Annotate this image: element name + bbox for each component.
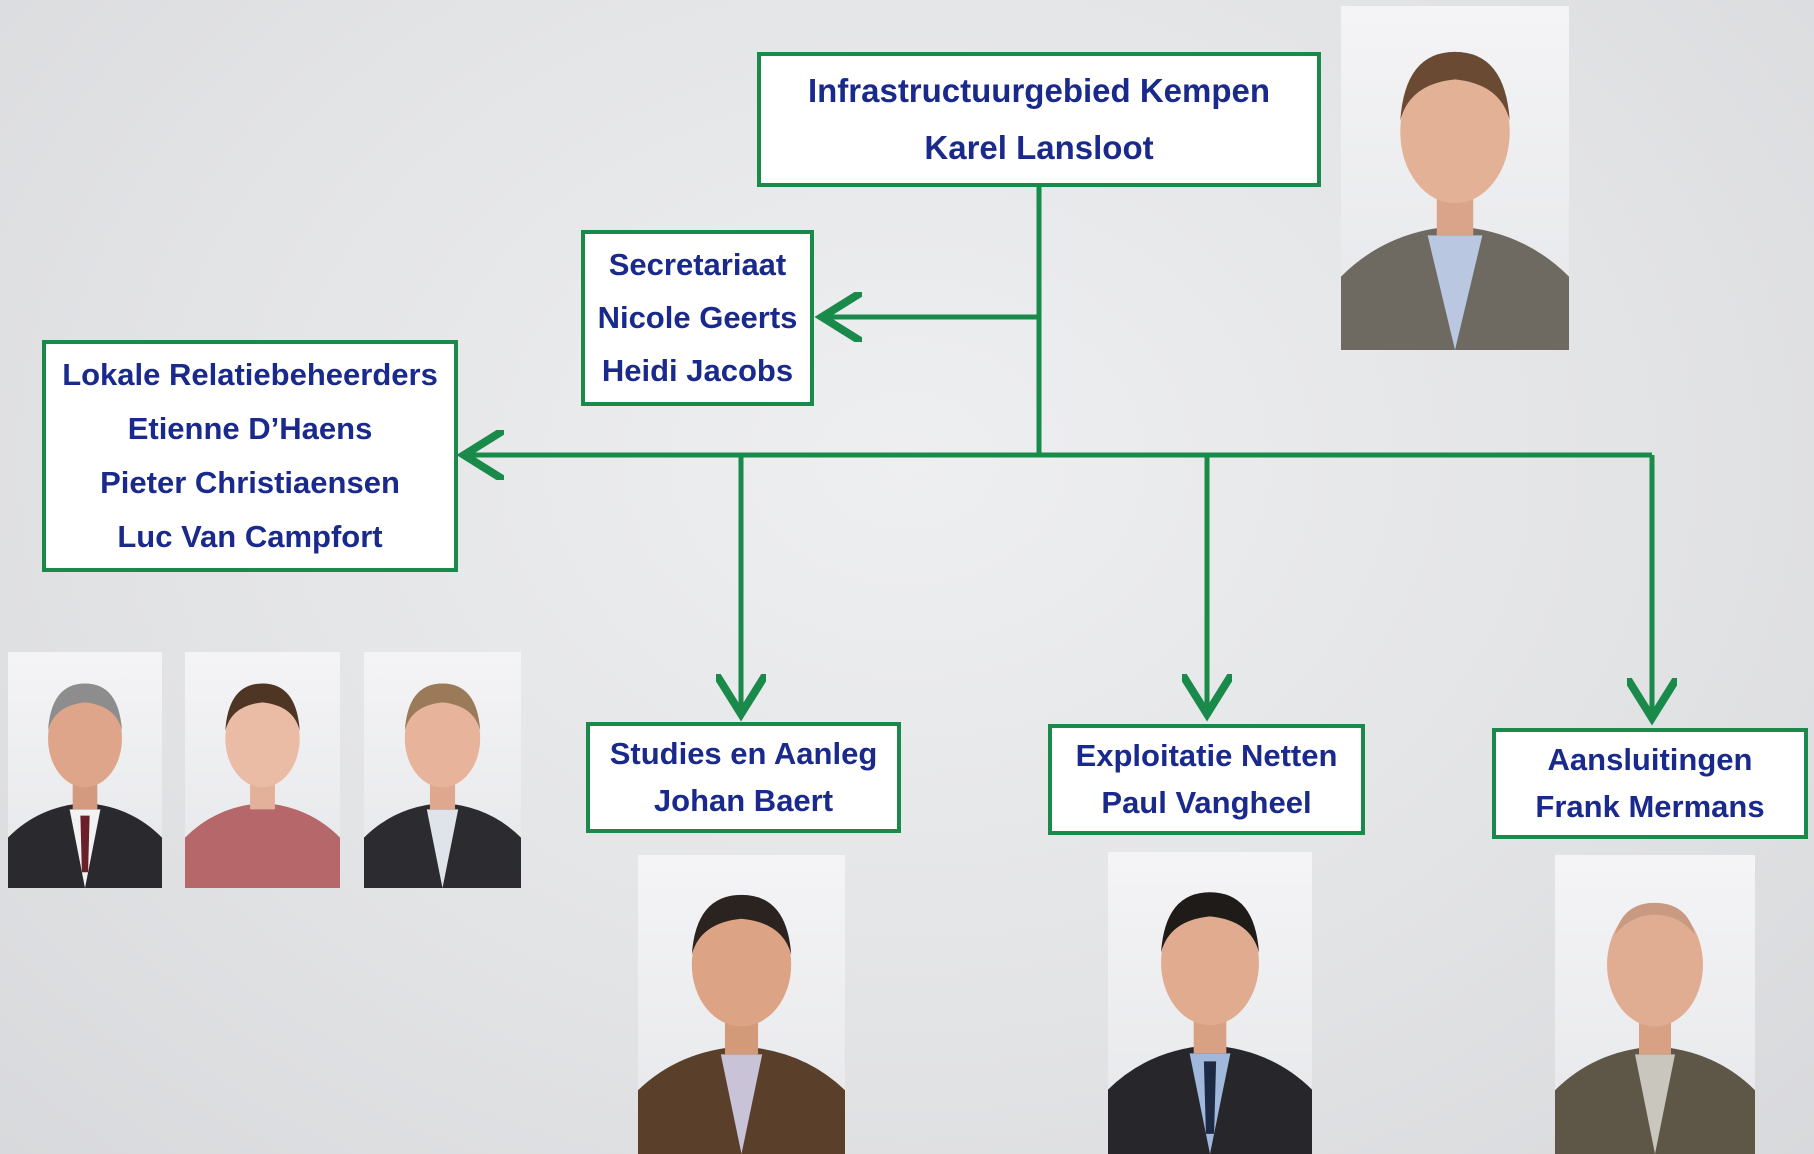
node-director: Infrastructuurgebied Kempen Karel Lanslo… [757,52,1321,187]
secretariat-title: Secretariaat [608,246,787,282]
portrait-photo-relations-1 [8,652,162,888]
relations-name-2: Pieter Christiaensen [100,464,400,500]
secretariat-name-1: Nicole Geerts [597,299,798,335]
portrait-photo-studies [638,855,845,1154]
person-icon [1555,902,1755,1154]
exploitation-title: Exploitatie Netten [1075,737,1338,773]
connections-title: Aansluitingen [1547,741,1753,777]
studies-name: Johan Baert [653,783,834,819]
node-local-relations: Lokale Relatiebeheerders Etienne D’Haens… [42,340,458,572]
person-icon [1341,51,1569,350]
exploitation-name: Paul Vangheel [1101,785,1312,821]
studies-title: Studies en Aanleg [609,735,878,771]
person-icon [364,683,521,888]
secretariat-name-2: Heidi Jacobs [601,353,794,389]
node-connections: Aansluitingen Frank Mermans [1492,728,1808,839]
director-title: Infrastructuurgebied Kempen [807,71,1271,109]
portrait-photo-director [1341,6,1569,350]
node-secretariat: Secretariaat Nicole Geerts Heidi Jacobs [581,230,814,406]
portrait-photo-relations-3 [364,652,521,888]
node-exploitation: Exploitatie Netten Paul Vangheel [1048,724,1365,835]
connections-name: Frank Mermans [1535,789,1765,825]
person-icon [638,894,845,1154]
relations-title: Lokale Relatiebeheerders [62,356,438,392]
portrait-photo-relations-2 [185,652,340,888]
portrait-photo-exploitation [1108,852,1312,1154]
person-icon [1108,892,1312,1154]
portrait-photo-connections [1555,855,1755,1154]
director-name: Karel Lansloot [924,129,1154,167]
relations-name-3: Luc Van Campfort [117,518,383,554]
relations-name-1: Etienne D’Haens [127,410,373,446]
node-studies: Studies en Aanleg Johan Baert [586,722,901,833]
person-icon [8,683,162,888]
person-icon [185,683,340,888]
